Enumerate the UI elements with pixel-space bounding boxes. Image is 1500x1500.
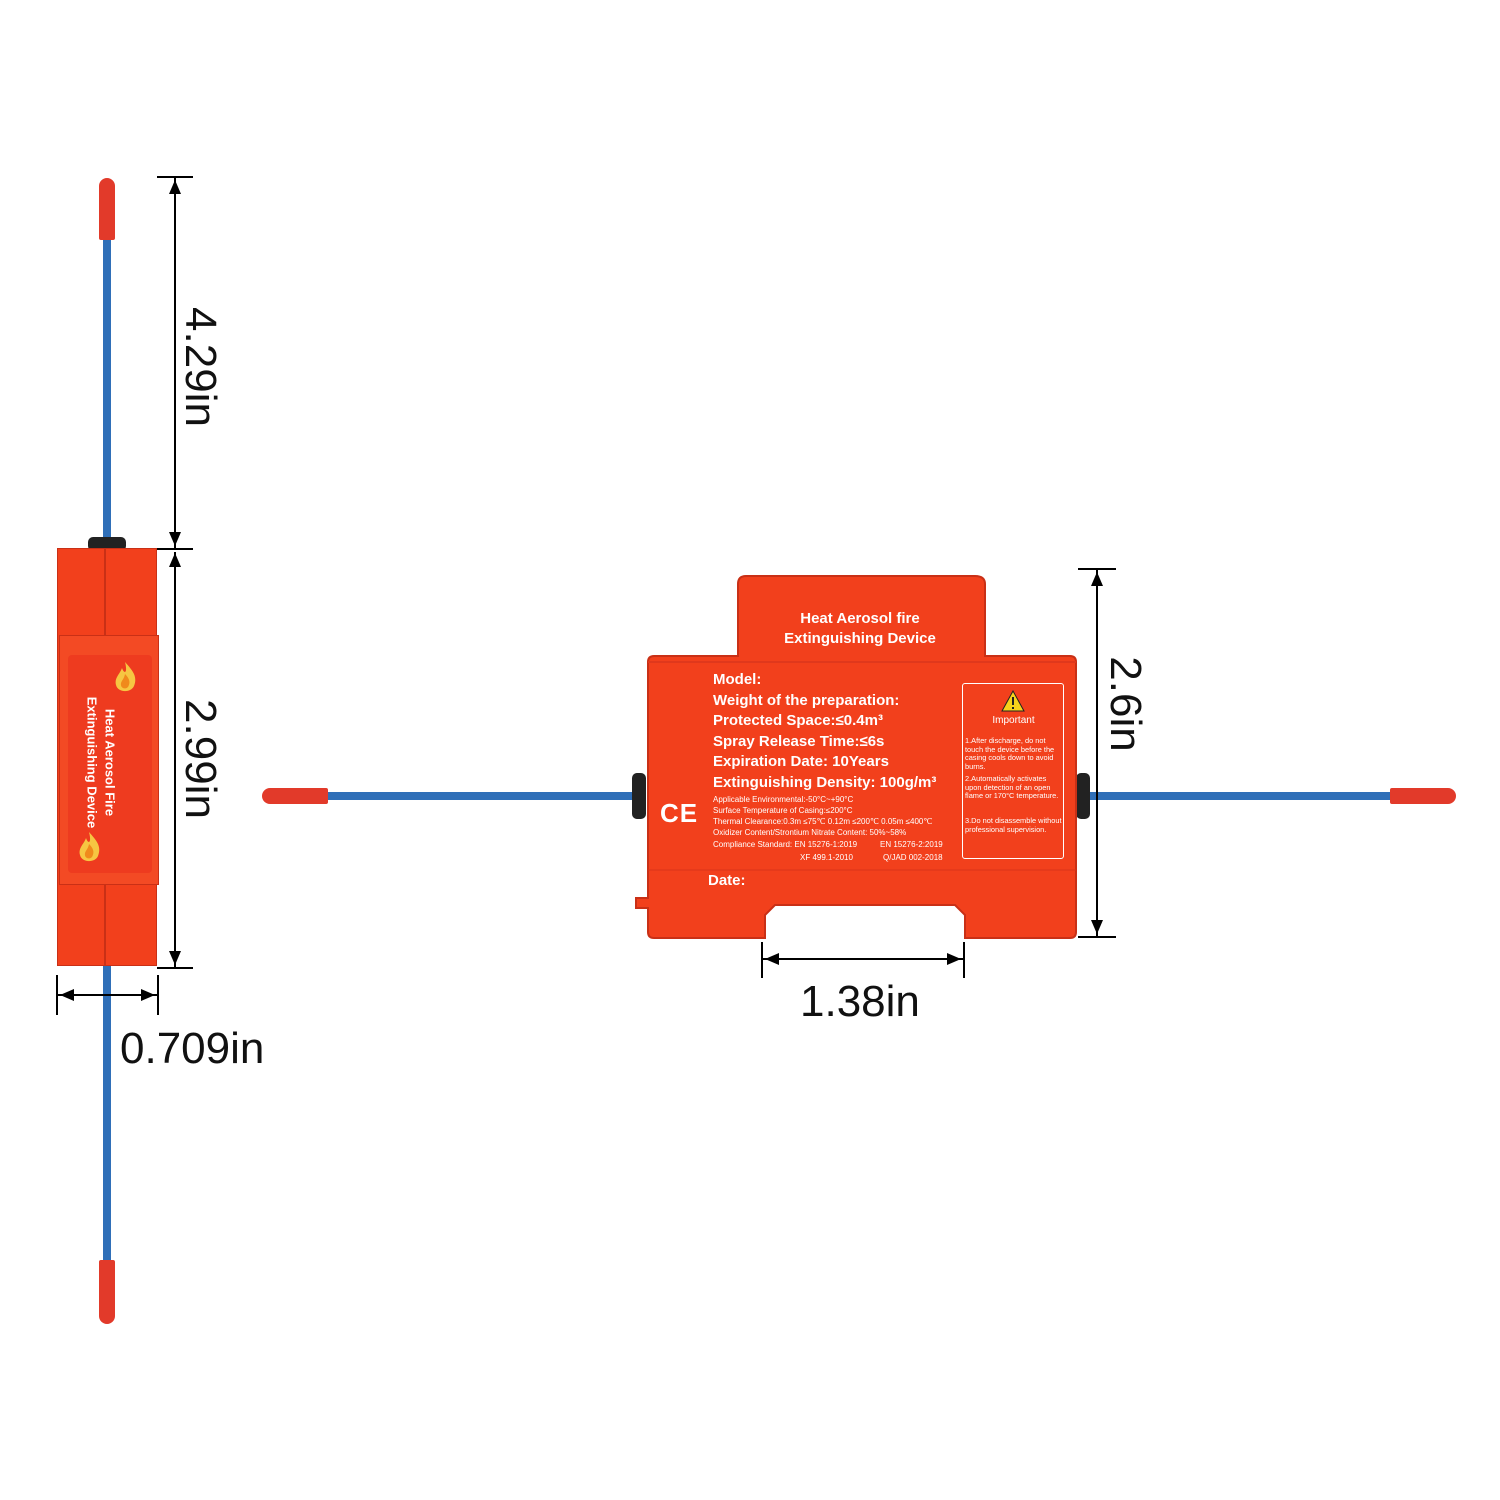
front-wire-left [320, 792, 638, 800]
spec-weight: Weight of the preparation: [713, 692, 900, 709]
front-title-line1: Heat Aerosol fire [800, 610, 920, 627]
spec-standard-2: Q/JAD 002-2018 [883, 853, 943, 862]
flame-icon [74, 830, 104, 864]
spec-expiration: Expiration Date: 10Years [713, 753, 889, 770]
spec-spray-time: Spray Release Time:≤6s [713, 733, 885, 750]
front-height-label: 2.6in [1101, 656, 1150, 752]
side-wire-top-cap [99, 178, 115, 240]
front-wire-right [1088, 792, 1398, 800]
ce-mark: CE [660, 798, 699, 828]
front-connector-right [1076, 773, 1090, 819]
front-title-line2: Extinguishing Device [784, 630, 936, 647]
side-connector [88, 537, 126, 551]
front-wire-right-cap [1390, 788, 1456, 804]
spec-surface-temp: Surface Temperature of Casing:≤200°C [713, 806, 853, 815]
side-wire-top [103, 230, 111, 550]
important-item-3: 3.Do not disassemble without professiona… [965, 816, 1062, 834]
spec-date: Date: [708, 872, 746, 889]
spec-protected-space: Protected Space:≤0.4m³ [713, 712, 883, 729]
spec-compliance: Compliance Standard: EN 15276-1:2019 [713, 840, 858, 849]
front-body [635, 575, 1077, 939]
spec-oxidizer: Oxidizer Content/Strontium Nitrate Conte… [713, 828, 907, 837]
important-box [962, 683, 1064, 859]
side-wire-bottom [103, 965, 111, 1265]
spec-clearance: Thermal Clearance:0.3m ≤75℃ 0.12m ≤200℃ … [713, 817, 933, 826]
side-dimension-lines [56, 176, 193, 1015]
side-wire-bottom-cap [99, 1260, 115, 1324]
important-title: Important [992, 715, 1035, 726]
front-connector-left [632, 773, 646, 819]
side-width-label: 0.709in [120, 1024, 265, 1073]
side-label-inner [68, 655, 152, 873]
important-item-1: 1.After discharge, do not touch the devi… [965, 736, 1055, 771]
spec-standard-1: XF 499.1-2010 [800, 853, 853, 862]
spec-model: Model: [713, 671, 762, 688]
spec-density: Extinguishing Density: 100g/m³ [713, 774, 937, 791]
important-item-2: 2.Automatically activates upon detection… [965, 774, 1059, 800]
warning-icon [1001, 689, 1025, 712]
front-dimension-lines [761, 568, 1116, 978]
front-wire-left-cap [262, 788, 328, 804]
flame-icon [110, 660, 140, 694]
spec-compliance-2: EN 15276-2:2019 [880, 840, 943, 849]
rail-width-label: 1.38in [800, 977, 920, 1026]
spec-environment: Applicable Environmental:-50°C~+90°C [713, 795, 854, 804]
